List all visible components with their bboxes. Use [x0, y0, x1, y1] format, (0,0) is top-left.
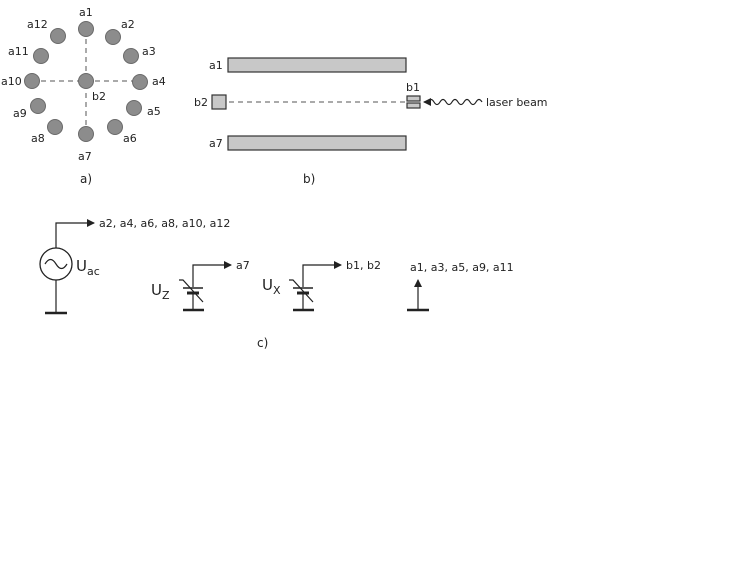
endcap-b1-bottom	[406, 102, 421, 109]
electrode-a3	[123, 48, 139, 64]
ac-source: Uac a2, a4, a6, a8, a10, a12	[39, 217, 230, 315]
label-a12: a12	[27, 18, 48, 31]
sine-wave-icon	[44, 258, 68, 270]
electrode-a5	[126, 100, 142, 116]
electrode-a10	[24, 73, 40, 89]
electrode-a11	[33, 48, 49, 64]
panel-c: Uac a2, a4, a6, a8, a10, a12 UZ a7 UX b1…	[39, 217, 514, 350]
label-rod-a7: a7	[209, 137, 223, 150]
label-a8: a8	[31, 132, 45, 145]
caption-c: c)	[257, 336, 268, 350]
dc-source-z: UZ a7	[151, 259, 250, 312]
dcz-output-wire	[192, 261, 232, 287]
label-dcz-targets: a7	[236, 259, 250, 272]
variable-arrow-icon-x	[289, 279, 314, 303]
panel-a: a1 a2 a3 a4 a5 a6 a7 a8 a9 a10 a11 a12 b…	[1, 6, 166, 186]
caption-a: a)	[80, 172, 92, 186]
label-a7: a7	[78, 150, 92, 163]
electrode-a9	[30, 98, 46, 114]
laser-wave-icon	[427, 98, 483, 106]
electrode-b2-center	[78, 73, 94, 89]
rod-a1	[227, 57, 407, 73]
ground-connection: a1, a3, a5, a9, a11	[407, 261, 514, 312]
electrode-a2	[105, 29, 121, 45]
label-endcap-b2: b2	[194, 96, 208, 109]
label-a10: a10	[1, 75, 22, 88]
label-a5: a5	[147, 105, 161, 118]
label-b2-center: b2	[92, 90, 106, 103]
label-laser-beam: laser beam	[486, 96, 548, 109]
variable-arrow-icon-z	[179, 279, 204, 303]
label-a3: a3	[142, 45, 156, 58]
rod-a7	[227, 135, 407, 151]
electrode-a7	[78, 126, 94, 142]
caption-b: b)	[303, 172, 315, 186]
endcap-b2	[211, 94, 227, 110]
label-rod-a1: a1	[209, 59, 223, 72]
electrode-a4	[132, 74, 148, 90]
label-a1: a1	[79, 6, 93, 19]
label-u-ac: Uac	[76, 257, 100, 278]
label-ac-targets: a2, a4, a6, a8, a10, a12	[99, 217, 230, 230]
label-a4: a4	[152, 75, 166, 88]
ac-output-wire	[55, 219, 95, 248]
electrode-a6	[107, 119, 123, 135]
label-u-z: UZ	[151, 281, 170, 302]
label-a2: a2	[121, 18, 135, 31]
electrode-a1	[78, 21, 94, 37]
label-u-x: UX	[262, 276, 281, 297]
label-a6: a6	[123, 132, 137, 145]
electrode-a12	[50, 28, 66, 44]
electrode-a8	[47, 119, 63, 135]
dcx-output-wire	[302, 261, 342, 287]
panel-b: a1 a7 b2 b1 laser beam b)	[194, 57, 548, 186]
label-ground-targets: a1, a3, a5, a9, a11	[410, 261, 514, 274]
label-endcap-b1: b1	[406, 81, 420, 94]
label-a11: a11	[8, 45, 29, 58]
dc-source-x: UX b1, b2	[262, 259, 381, 312]
label-dcx-targets: b1, b2	[346, 259, 381, 272]
endcap-b1-top	[406, 95, 421, 102]
label-a9: a9	[13, 107, 27, 120]
